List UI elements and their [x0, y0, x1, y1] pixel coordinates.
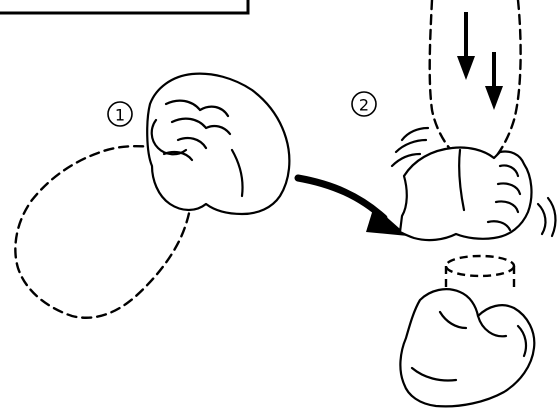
step-2-label: 2 [359, 96, 369, 115]
fist-1 [147, 74, 289, 214]
frame-corner [0, 0, 248, 13]
holding-hand [400, 289, 534, 406]
step-2-panel: 2 [352, 0, 555, 406]
step-1-panel: 1 [15, 74, 289, 318]
transition-arrow [298, 178, 408, 236]
down-arrow-1 [457, 12, 475, 80]
step-1-badge: 1 [108, 102, 132, 126]
down-arrow-2 [485, 52, 503, 110]
gripping-hand [400, 147, 531, 240]
jar-opening [446, 256, 514, 292]
motion-lines-right [538, 198, 555, 236]
step-2-badge: 2 [352, 92, 376, 116]
step-1-label: 1 [115, 106, 125, 125]
